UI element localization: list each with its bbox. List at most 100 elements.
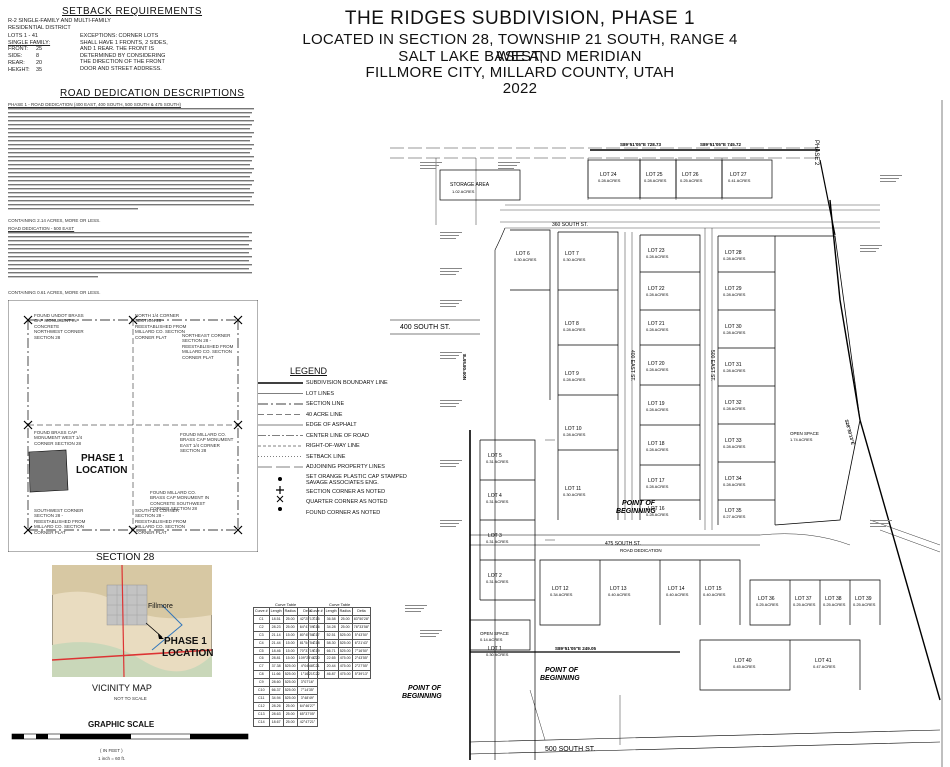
road-dedication-text-block — [8, 108, 254, 210]
text-line — [8, 276, 98, 278]
curve-table-cell: 58.30 — [323, 638, 339, 648]
curve-table-cell: 25.00 — [282, 709, 298, 719]
open-space-1-boundary — [774, 235, 861, 526]
curve-table-cell: C1 — [253, 614, 270, 624]
curve-table-cell: C20 — [308, 654, 325, 664]
east-center-lot-column — [639, 234, 701, 520]
text-line — [8, 128, 250, 130]
plat-subtitle-1: LOCATED IN SECTION 28, TOWNSHIP 21 SOUTH… — [302, 31, 738, 65]
text-line — [8, 176, 250, 178]
setback-front-label: FRONT: — [8, 46, 28, 52]
street-label-500-east: 500 EAST ST. — [709, 350, 715, 381]
curve-table-cell: C12 — [253, 701, 270, 711]
400-east-road — [624, 232, 633, 520]
parcel-note-line — [420, 636, 436, 637]
parcel-note-line — [440, 352, 462, 353]
setback-front: 25 — [36, 46, 43, 52]
text-line — [8, 108, 254, 110]
lot-number: LOT 1 — [488, 646, 502, 652]
lot-6-boundary — [510, 229, 551, 400]
360-south-road — [500, 204, 880, 229]
curve-table-cell: C22 — [308, 670, 325, 680]
curve-table-cell: 3°48'49" — [296, 693, 319, 703]
phase1-location-shape — [28, 449, 69, 493]
lot-number: LOT 24 — [600, 172, 617, 178]
street-label-400-south: 400 SOUTH ST. — [400, 324, 450, 331]
curve-table-right-title: Curve Table — [328, 602, 351, 607]
parcel-note-line — [870, 520, 892, 521]
open-space-2-acres: 0.14 ACRES — [480, 637, 503, 642]
vicinity-highway — [52, 649, 212, 661]
lot-acreage: 0.25 ACRES — [823, 602, 846, 607]
parcel-note-line — [440, 232, 462, 233]
pob-label-2: POINT OF — [545, 667, 579, 674]
legend-heading: LEGEND — [290, 366, 328, 376]
section-location-label: LOCATION — [76, 465, 128, 476]
curve-table-cell: 28.60 — [268, 678, 284, 688]
bearing-diagonal: S28°30'13"E — [844, 419, 856, 445]
legend-symbols — [258, 382, 303, 511]
parcel-note-line — [420, 168, 436, 169]
lot-number: LOT 36 — [758, 596, 775, 602]
storage-area-boundary — [439, 169, 521, 201]
text-line — [8, 164, 250, 166]
legend-item: SETBACK LINE — [306, 453, 346, 460]
lot-number: LOT 33 — [725, 438, 742, 444]
road-dedication-500-east-head: ROAD DEDICATION - 500 EAST — [8, 226, 75, 231]
setback-heading: SETBACK REQUIREMENTS — [62, 6, 203, 17]
curve-table-cell: C19 — [308, 646, 325, 656]
lot-acreage: 0.40 ACRES — [666, 592, 689, 597]
lot-acreage: 0.28 ACRES — [563, 432, 586, 437]
legend-item: SECTION LINE — [306, 401, 345, 407]
lot-acreage: 0.28 ACRES — [646, 512, 669, 517]
curve-table-cell: 66.71 — [323, 646, 339, 656]
bearing-west: N00°08'55"E — [462, 354, 467, 380]
curve-table-column-header: Radius — [282, 607, 298, 616]
text-line — [8, 180, 254, 182]
curve-table-cell: 18.51 — [268, 614, 284, 624]
curve-table-cell: C8 — [253, 670, 270, 680]
parcel-note-line — [440, 466, 456, 467]
parcel-note-line — [440, 358, 456, 359]
parcel-note-line — [440, 406, 456, 407]
road-ticks — [545, 439, 555, 541]
parcel-note-line — [498, 165, 517, 166]
parcel-note-line — [498, 168, 514, 169]
plat-subtitle-2: SALT LAKE BASE AND MERIDIAN — [398, 48, 642, 65]
lot-number: LOT 31 — [725, 362, 742, 368]
west-road-curve — [494, 227, 506, 760]
parcel-note-line — [440, 355, 459, 356]
lot-number: LOT 14 — [668, 586, 685, 592]
text-line — [8, 240, 252, 242]
lot-number: LOT 28 — [725, 250, 742, 256]
legend-symbol-plastic-cap — [278, 477, 282, 481]
curve-table-cell: 64°46'27" — [296, 701, 319, 711]
lot-acreage: 0.31 ACRES — [486, 459, 509, 464]
road-dedication-heading: ROAD DEDICATION DESCRIPTIONS — [60, 88, 245, 99]
south-lots-40-41 — [699, 639, 861, 691]
parcel-note-line — [870, 523, 889, 524]
section-note-n: NORTH 1/4 CORNER SECTION 28 - REESTABLIS… — [135, 313, 187, 340]
500-south-road — [469, 729, 941, 755]
graphic-scale-heading: GRAPHIC SCALE — [88, 720, 155, 729]
lot-number: LOT 12 — [552, 586, 569, 592]
curve-table-cell: 34.94 — [268, 693, 284, 703]
lot-number: LOT 3 — [488, 533, 502, 539]
curve-table-cell: 11.66 — [268, 670, 284, 680]
curve-table-cell: 7°14'35" — [296, 686, 319, 695]
south-access-lines — [529, 689, 621, 745]
parcel-note-line — [860, 245, 882, 246]
lot-acreage: 0.31 ACRES — [486, 499, 509, 504]
lot-acreage: 0.28 ACRES — [646, 292, 669, 297]
vicinity-phase1-label: PHASE 1 — [164, 636, 207, 647]
text-line — [8, 260, 249, 262]
street-label-road-dedication: ROAD DEDICATION — [620, 548, 662, 553]
parcel-note-line — [440, 526, 456, 527]
lot-number: LOT 9 — [565, 371, 579, 377]
parcel-note-line — [880, 181, 896, 182]
text-line — [8, 272, 252, 274]
curve-table-cell: 25.00 — [282, 701, 298, 711]
